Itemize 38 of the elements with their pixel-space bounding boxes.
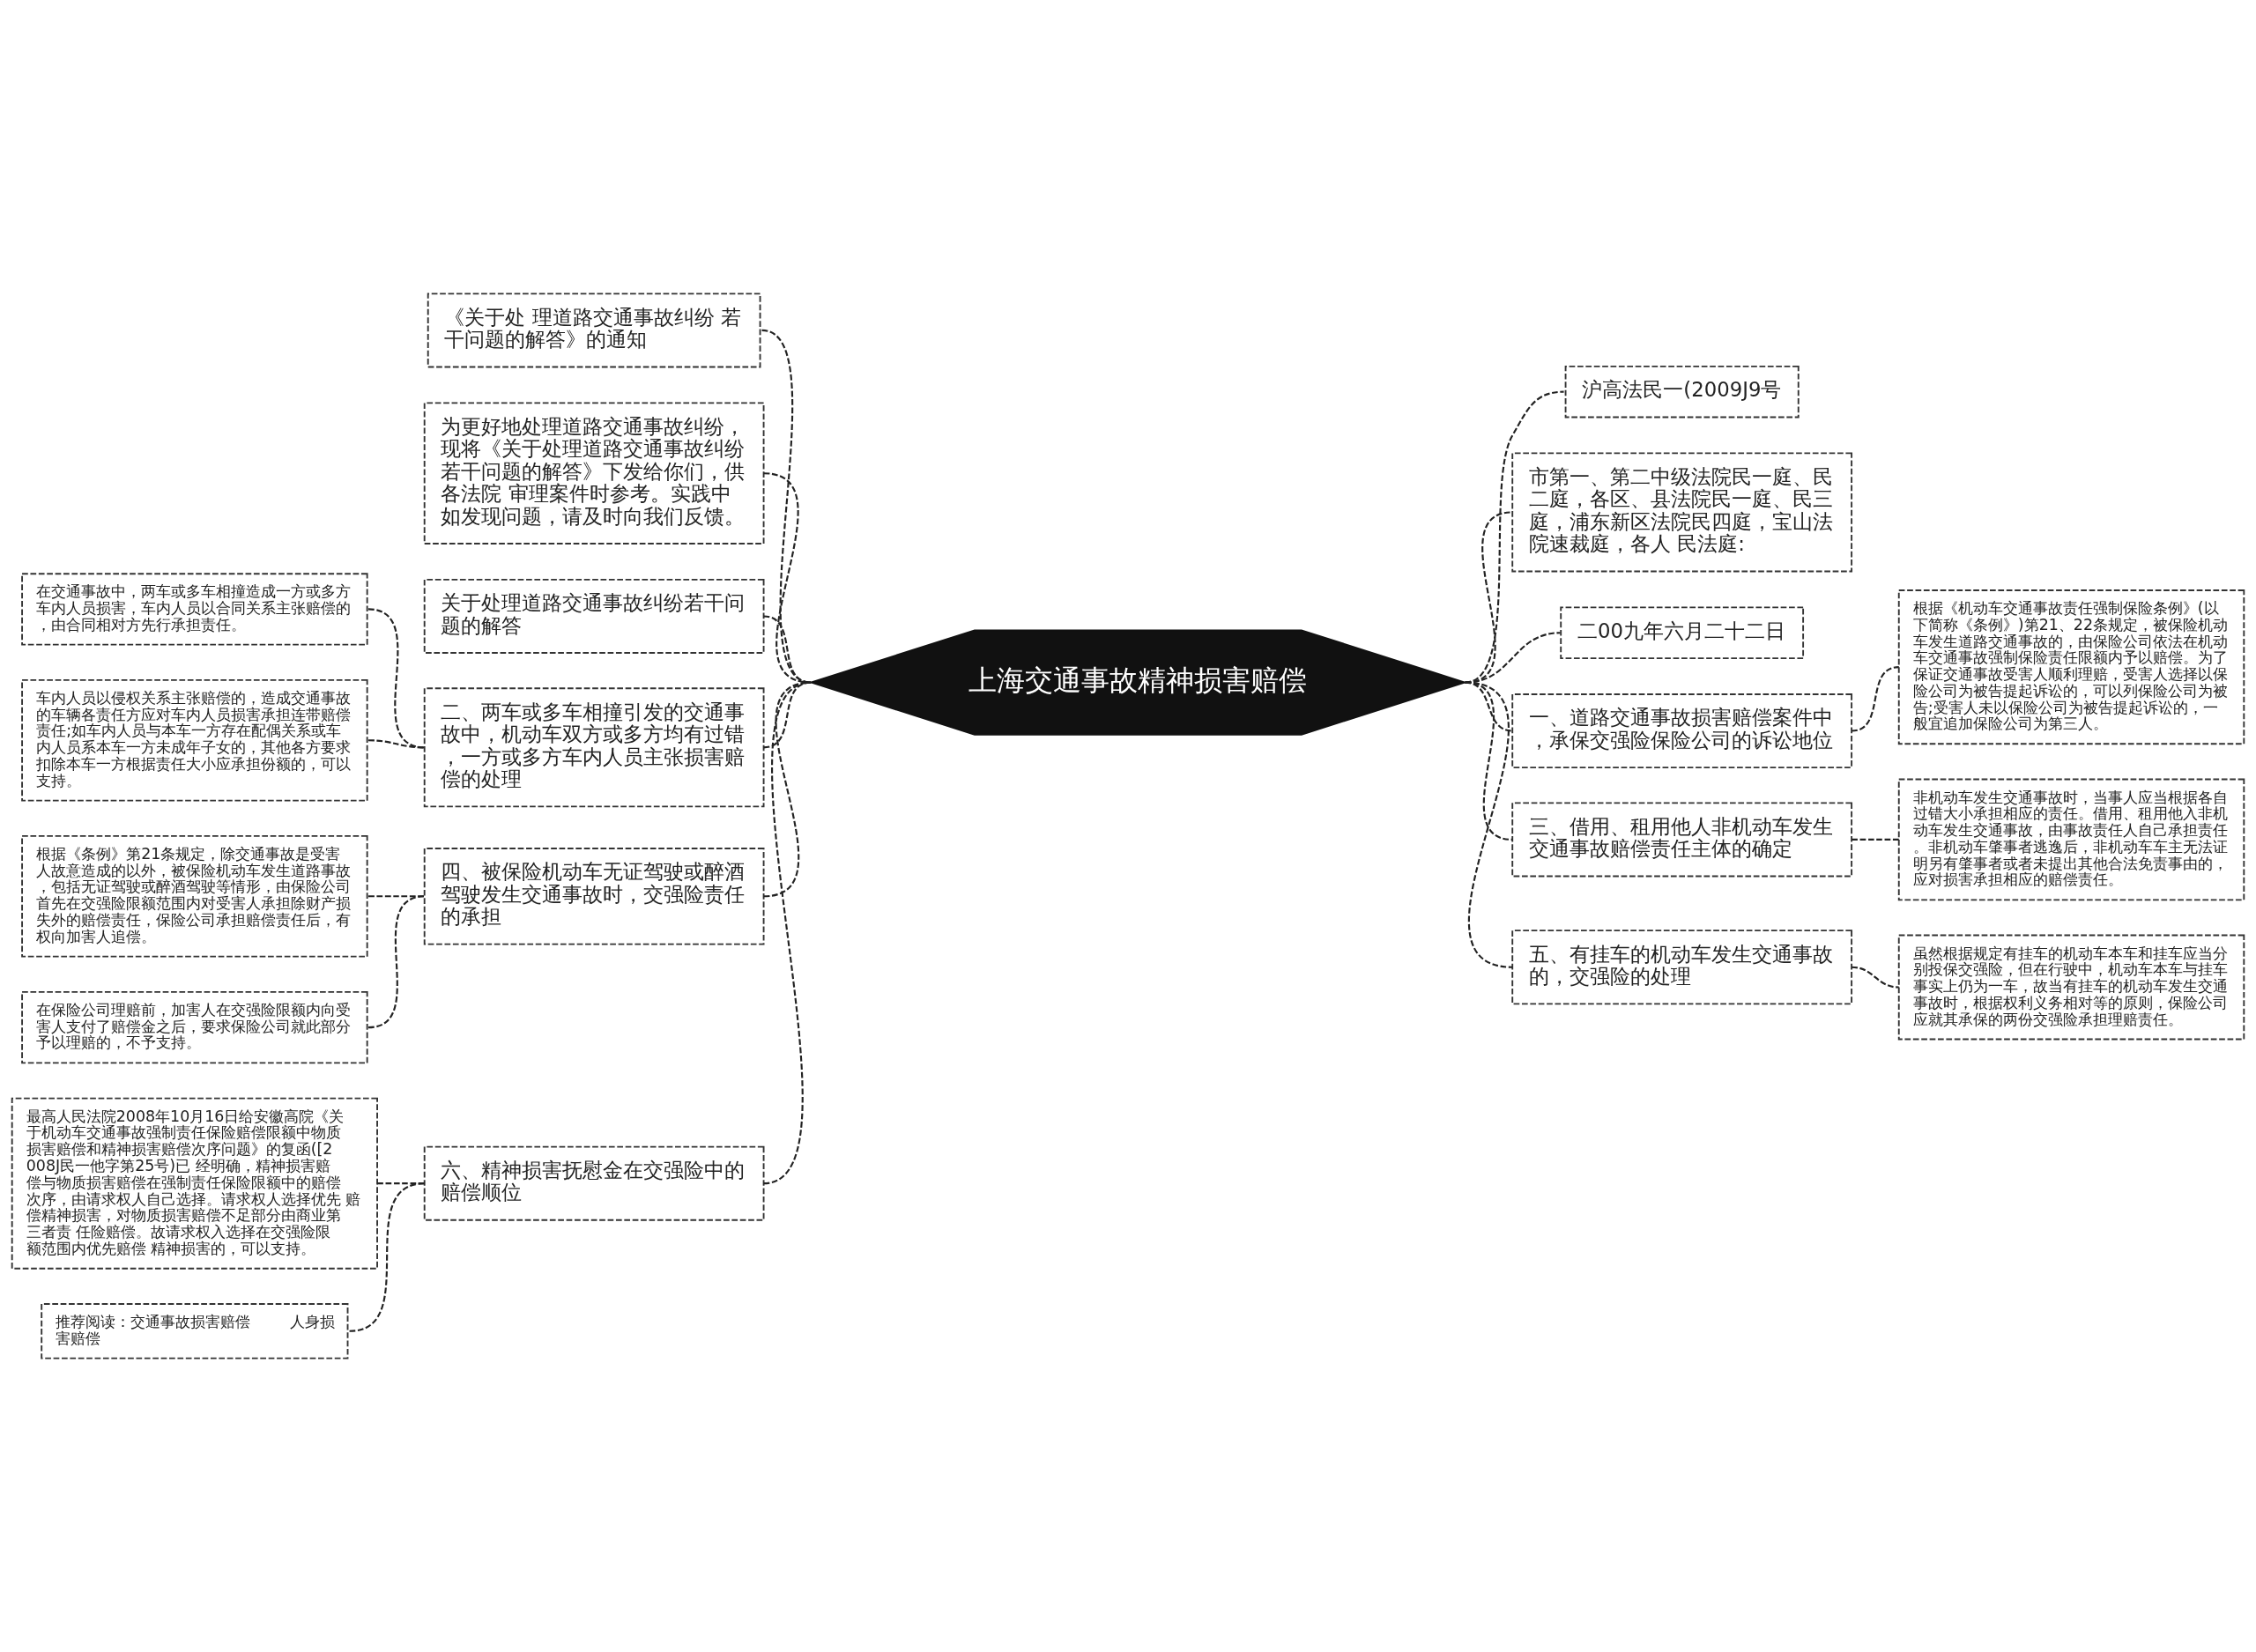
node-box: 五、有挂车的机动车发生交通事故的，交强险的处理	[1511, 930, 1853, 1005]
node-box: 二00九年六月二十二日	[1560, 606, 1805, 659]
node-box: 在交通事故中，两车或多车相撞造成一方或多方车内人员损害，车内人员以合同关系主张赔偿的，由合同相对方先行承担责任。	[21, 573, 368, 646]
node-box: 二、两车或多车相撞引发的交通事故中，机动车双方或多方均有过错，一方或多方车内人员主张损害赔偿的处理	[423, 687, 765, 808]
node-box: 在保险公司理赔前，加害人在交强险限额内向受害人支付了赔偿金之后，要求保险公司就此部分予以理赔的，不予支持。	[21, 991, 368, 1064]
node-box: 沪高法民一(2009J9号	[1564, 365, 1800, 419]
node-box: 虽然根据规定有挂车的机动车本车和挂车应当分别投保交强险，但在行驶中，机动车本车与挂车事实上仍为一车，故当有挂车的机动车发生交通事故时，根据权利义务相对等的原则，保险公司应就其承保的两份交强险承担理赔责任。	[1897, 934, 2245, 1041]
connector	[367, 608, 425, 749]
connector	[1465, 390, 1564, 684]
node-box: 根据《条例》第21条规定，除交通事故是受害人故意造成的以外，被保险机动车发生道路事故，包括无证驾驶或醉酒驾驶等情形，由保险公司首先在交强险限额范围内对受害人承担除财产损失外的赔偿责任，保险公司承担赔偿责任后，有权向加害人追偿。	[21, 834, 368, 958]
connector	[763, 681, 812, 898]
connector	[1851, 666, 1899, 732]
node-box: 《关于处 理道路交通事故纠纷 若干问题的解答》的通知	[427, 293, 761, 368]
node-box: 为更好地处理道路交通事故纠纷，现将《关于处理道路交通事故纠纷若干问题的解答》下发给你们，供各法院 审理案件时参考。实践中如发现问题，请及时向我们反馈。	[423, 402, 765, 544]
node-box: 一、道路交通事故损害赔偿案件中，承保交强险保险公司的诉讼地位	[1511, 693, 1853, 769]
connector	[367, 739, 425, 749]
connector	[1465, 681, 1513, 968]
connector	[763, 681, 812, 749]
node-box: 四、被保险机动车无证驾驶或醉酒驾驶发生交通事故时，交强险责任的承担	[423, 848, 765, 945]
connector	[763, 681, 812, 1185]
connector	[763, 615, 812, 684]
connector	[1852, 966, 1899, 989]
node-box: 三、借用、租用他人非机动车发生交通事故赔偿责任主体的确定	[1511, 802, 1853, 878]
node-box: 市第一、第二中级法院民一庭、民二庭，各区、县法院民一庭、民三庭，浦东新区法院民四庭，宝山法院速裁庭，各人 民法庭:	[1511, 452, 1853, 573]
connector	[761, 329, 812, 684]
node-box: 推荐阅读：交通事故损害赔偿 人身损害赔偿	[41, 1303, 349, 1359]
node-box: 非机动车发生交通事故时，当事人应当根据各自过错大小承担相应的责任。借用、租用他入非机动车发生交通事故，由事故责任人自己承担责任。非机动车肇事者逃逸后，非机动车车主无法证明另有肇事者或者未提出其他合法免责事由的，应对损害承担相应的赔偿责任。	[1897, 778, 2245, 901]
node-box: 六、精神损害抚慰金在交强险中的赔偿顺位	[423, 1145, 765, 1221]
connector	[377, 1182, 425, 1185]
connector	[349, 1182, 425, 1332]
connector	[367, 895, 425, 1029]
connector	[763, 472, 812, 684]
node-box: 车内人员以侵权关系主张赔偿的，造成交通事故的车辆各责任方应对车内人员损害承担连带赔偿责任;如车内人员与本车一方存在配偶关系或车内人员系本车一方未成年子女的，其他各方要求扣除本车一方根据责任大小应承担份额的，可以支持。	[21, 678, 368, 802]
node-box: 关于处理道路交通事故纠纷若干问题的解答	[423, 578, 765, 654]
node-box: 根据《机动车交通事故责任强制保险条例》(以下简称《条例》)第21、22条规定，被保险机动车发生道路交通事故的，由保险公司依法在机动车交通事故强制保险责任限额内予以赔偿。为了保证交通事故受害人顺利理赔，受害人选择以保险公司为被告提起诉讼的，可以列保险公司为被告;受害人未以保险公司为被告提起诉讼的，一般宜追加保险公司为第三人。	[1897, 589, 2245, 745]
connector	[1852, 838, 1899, 841]
node-box: 最高人民法院2008年10月16日给安徽高院《关于机动车交通事故强制责任保险赔偿限额中物质损害赔偿和精神损害赔偿次序问题》的复函([2008J民一他字第25号)已 经明确，精神损害赔偿与物质损害赔偿在强制责任保险限额中的赔偿次序，由请求权人自己选择。请求权人选择优先 赔偿精神损害，对物质损害赔偿不足部分由商业第三者责 任险赔偿。故请求权入选择在交强险限额范围内优先赔偿 精神损害的，可以支持。	[11, 1097, 378, 1270]
connector	[1465, 632, 1561, 684]
